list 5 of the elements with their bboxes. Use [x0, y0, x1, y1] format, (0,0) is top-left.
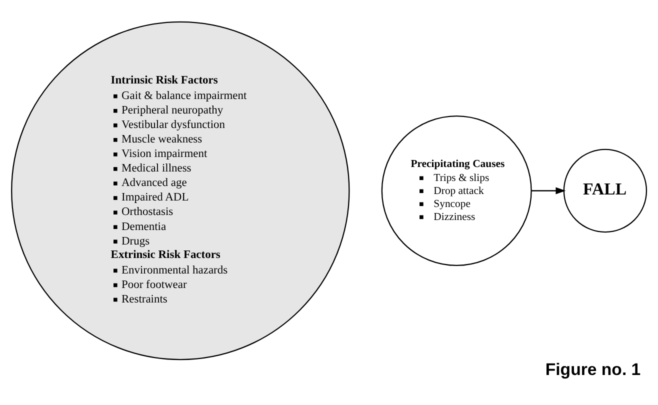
caption: Figure no. 1 [545, 360, 641, 379]
node-circle: Intrinsic Risk Factors Gait & balance impairment Peripheral neuropathy Vestibular dysfunction Muscle weakness Vision impairment Medical illness Advanced age Impaired ADL Orthostasis Dementia Drugs Extrinsic Risk Factors Environmental hazards Poor footwear Restraints [11, 20, 350, 360]
node-circle: FALL [563, 148, 648, 232]
node-circle: Precipitating Causes Trips & slips Drop attack Syncope Dizziness [381, 115, 532, 266]
arrow [531, 186, 566, 194]
